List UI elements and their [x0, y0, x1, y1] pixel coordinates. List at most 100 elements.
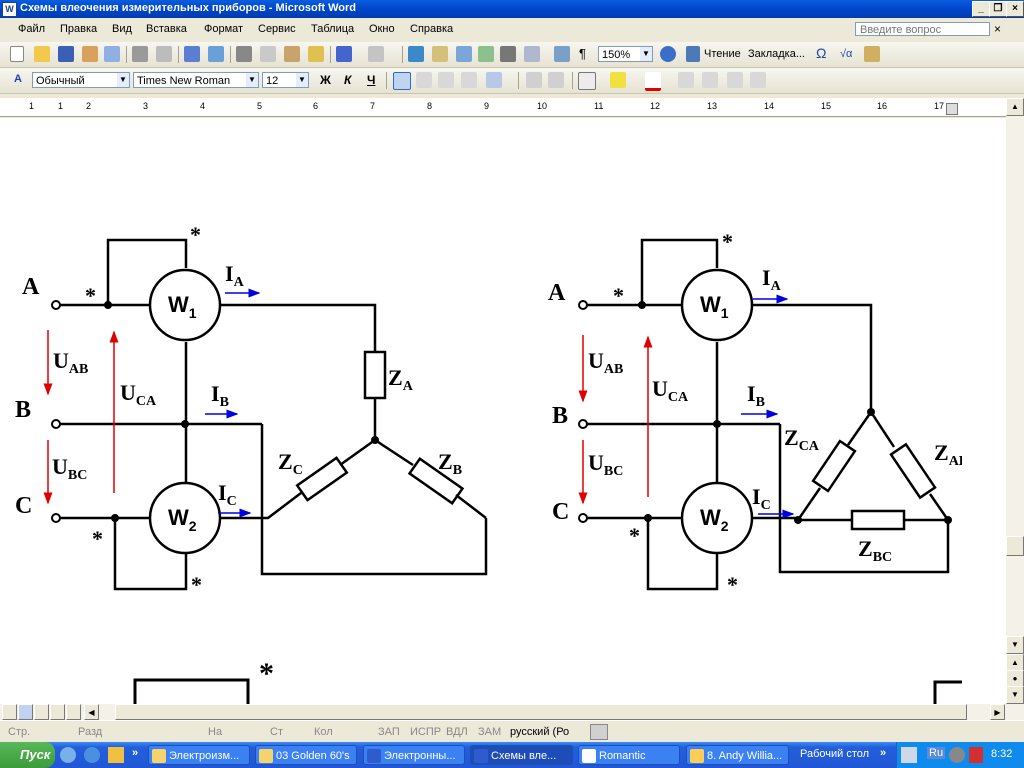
- internet-explorer-icon[interactable]: [84, 747, 100, 763]
- status-language[interactable]: русский (Ро: [510, 726, 570, 738]
- highlight-icon[interactable]: [610, 72, 626, 88]
- tray-icon[interactable]: [901, 747, 917, 763]
- align-right-icon[interactable]: [438, 72, 454, 88]
- hyperlink-icon[interactable]: [408, 46, 424, 62]
- start-button[interactable]: Пуск: [0, 742, 55, 768]
- restore-button[interactable]: ❐: [989, 1, 1007, 17]
- horizontal-scrollbar[interactable]: ◀ ▶: [0, 704, 1024, 720]
- scroll-down-icon[interactable]: ▼: [1006, 636, 1024, 654]
- font-combo[interactable]: Times New Roman▼: [133, 72, 259, 88]
- tools-icon[interactable]: [864, 46, 880, 62]
- print-preview-icon[interactable]: [156, 46, 172, 62]
- subscript-icon[interactable]: [702, 72, 718, 88]
- permission-icon[interactable]: [82, 46, 98, 62]
- status-record[interactable]: ЗАП: [378, 726, 400, 738]
- numbering-icon[interactable]: [526, 72, 542, 88]
- styles-pane-icon[interactable]: A: [14, 73, 22, 85]
- line-spacing-icon[interactable]: [486, 72, 502, 88]
- menu-tools[interactable]: Сервис: [258, 23, 296, 35]
- document-page[interactable]: A B C A B C * * * * * * * * * W1 W2 W1 W…: [0, 118, 1006, 704]
- show-formatting-icon[interactable]: ¶: [579, 46, 586, 61]
- insert-table-icon[interactable]: [456, 46, 472, 62]
- equation-button[interactable]: √α: [840, 48, 853, 60]
- ask-question-input[interactable]: Введите вопрос: [855, 22, 990, 36]
- text-direction-icon[interactable]: [750, 72, 766, 88]
- web-view-icon[interactable]: [18, 704, 33, 720]
- menu-window[interactable]: Окно: [369, 23, 395, 35]
- antivirus-icon[interactable]: [969, 747, 983, 763]
- paste-icon[interactable]: [284, 46, 300, 62]
- language-indicator[interactable]: Ru: [927, 747, 946, 759]
- save-icon[interactable]: [58, 46, 74, 62]
- menu-help[interactable]: Справка: [410, 23, 454, 35]
- right-indent-marker[interactable]: [946, 103, 958, 115]
- menu-insert[interactable]: Вставка: [146, 23, 187, 35]
- scroll-left-icon[interactable]: ◀: [84, 704, 99, 720]
- undo-icon[interactable]: [336, 46, 352, 62]
- reading-icon[interactable]: [686, 46, 700, 62]
- status-extend[interactable]: ВДЛ: [446, 726, 468, 738]
- taskbar-item-active[interactable]: Схемы вле...: [470, 745, 573, 765]
- align-center-icon[interactable]: [416, 72, 432, 88]
- font-size-combo[interactable]: 12▼: [262, 72, 309, 88]
- normal-view-icon[interactable]: [2, 704, 17, 720]
- print-icon[interactable]: [132, 46, 148, 62]
- word-app-icon[interactable]: W: [2, 2, 17, 17]
- scroll-right-icon[interactable]: ▶: [990, 704, 1005, 720]
- quicklaunch-more-icon[interactable]: »: [132, 747, 139, 759]
- next-page-icon[interactable]: ▼: [1006, 686, 1024, 704]
- font-color-icon[interactable]: [645, 72, 661, 91]
- tray-icon[interactable]: [949, 747, 965, 763]
- desktop-toolbar[interactable]: Рабочий стол: [800, 748, 870, 760]
- omega-symbol-button[interactable]: Ω: [816, 45, 827, 61]
- taskbar-item[interactable]: Электронны...: [363, 745, 465, 765]
- new-document-icon[interactable]: [10, 46, 24, 62]
- bold-button[interactable]: Ж: [320, 73, 331, 87]
- horizontal-ruler[interactable]: 1 1 2 3 4 5 6 7 8 9 10 11 12 13 14 15 16…: [0, 98, 1006, 117]
- menu-file[interactable]: Файл: [18, 23, 46, 35]
- vertical-scrollbar[interactable]: ▲ ▼ ▲ ● ▼: [1006, 98, 1024, 704]
- spelling-icon[interactable]: [184, 46, 200, 62]
- status-track-changes[interactable]: ИСПР: [410, 726, 442, 738]
- bullets-icon[interactable]: [548, 72, 564, 88]
- insert-excel-icon[interactable]: [478, 46, 494, 62]
- scroll-thumb[interactable]: [1006, 536, 1024, 556]
- italic-button[interactable]: К: [344, 73, 352, 87]
- character-spacing-icon[interactable]: [727, 72, 743, 88]
- close-document-button[interactable]: ×: [994, 22, 1002, 36]
- help-icon[interactable]: [660, 46, 676, 62]
- taskbar-item[interactable]: Электроизм...: [148, 745, 250, 765]
- borders-icon[interactable]: [578, 72, 596, 90]
- style-combo[interactable]: Обычный▼: [32, 72, 130, 88]
- superscript-icon[interactable]: [678, 72, 694, 88]
- zoom-combo[interactable]: 150%▼: [598, 46, 653, 62]
- menu-view[interactable]: Вид: [112, 23, 132, 35]
- menu-format[interactable]: Формат: [204, 23, 244, 35]
- status-overtype[interactable]: ЗАМ: [478, 726, 502, 738]
- open-folder-icon[interactable]: [34, 46, 50, 62]
- taskbar-item[interactable]: 8. Andy Willia...: [686, 745, 789, 765]
- taskbar-more-icon[interactable]: »: [880, 747, 887, 759]
- format-painter-icon[interactable]: [308, 46, 324, 62]
- quicklaunch-icon[interactable]: [108, 747, 124, 763]
- columns-icon[interactable]: [500, 46, 516, 62]
- close-button[interactable]: ×: [1006, 1, 1024, 17]
- desktop-quicklaunch-icon[interactable]: [60, 747, 76, 763]
- minimize-button[interactable]: _: [972, 1, 990, 17]
- print-layout-icon[interactable]: [34, 704, 49, 720]
- document-map-icon[interactable]: [554, 46, 570, 62]
- spelling-status-icon[interactable]: [590, 724, 608, 740]
- bookmark-button[interactable]: Закладка...: [748, 48, 805, 60]
- tables-borders-icon[interactable]: [432, 46, 448, 62]
- underline-button[interactable]: Ч: [367, 73, 376, 87]
- research-icon[interactable]: [208, 46, 224, 62]
- redo-icon[interactable]: [368, 46, 384, 62]
- scroll-up-icon[interactable]: ▲: [1006, 98, 1024, 116]
- cut-icon[interactable]: [236, 46, 252, 62]
- email-icon[interactable]: [104, 46, 120, 62]
- taskbar-item[interactable]: 03 Golden 60's: [255, 745, 357, 765]
- menu-table[interactable]: Таблица: [311, 23, 355, 35]
- reading-button[interactable]: Чтение: [704, 48, 741, 60]
- justify-icon[interactable]: [461, 72, 477, 88]
- outline-view-icon[interactable]: [50, 704, 65, 720]
